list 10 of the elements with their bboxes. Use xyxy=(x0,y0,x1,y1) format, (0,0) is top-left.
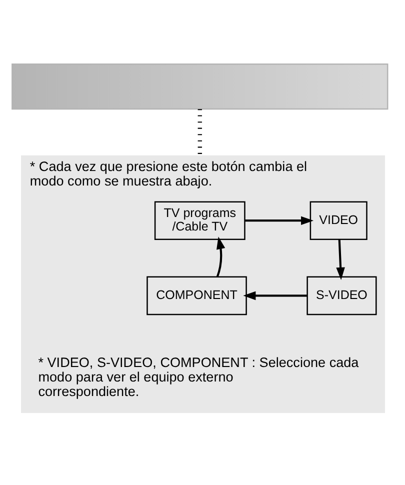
node-box: S-VIDEO xyxy=(306,276,377,316)
node-bar xyxy=(12,64,388,110)
arrow xyxy=(244,216,314,225)
node-box: TV programs /Cable TV xyxy=(154,201,246,240)
node-box: COMPONENT xyxy=(146,276,247,316)
arrow xyxy=(243,291,308,300)
connector xyxy=(198,109,202,156)
node-box: VIDEO xyxy=(310,201,368,240)
arrow xyxy=(216,236,226,278)
arrow xyxy=(336,240,345,280)
